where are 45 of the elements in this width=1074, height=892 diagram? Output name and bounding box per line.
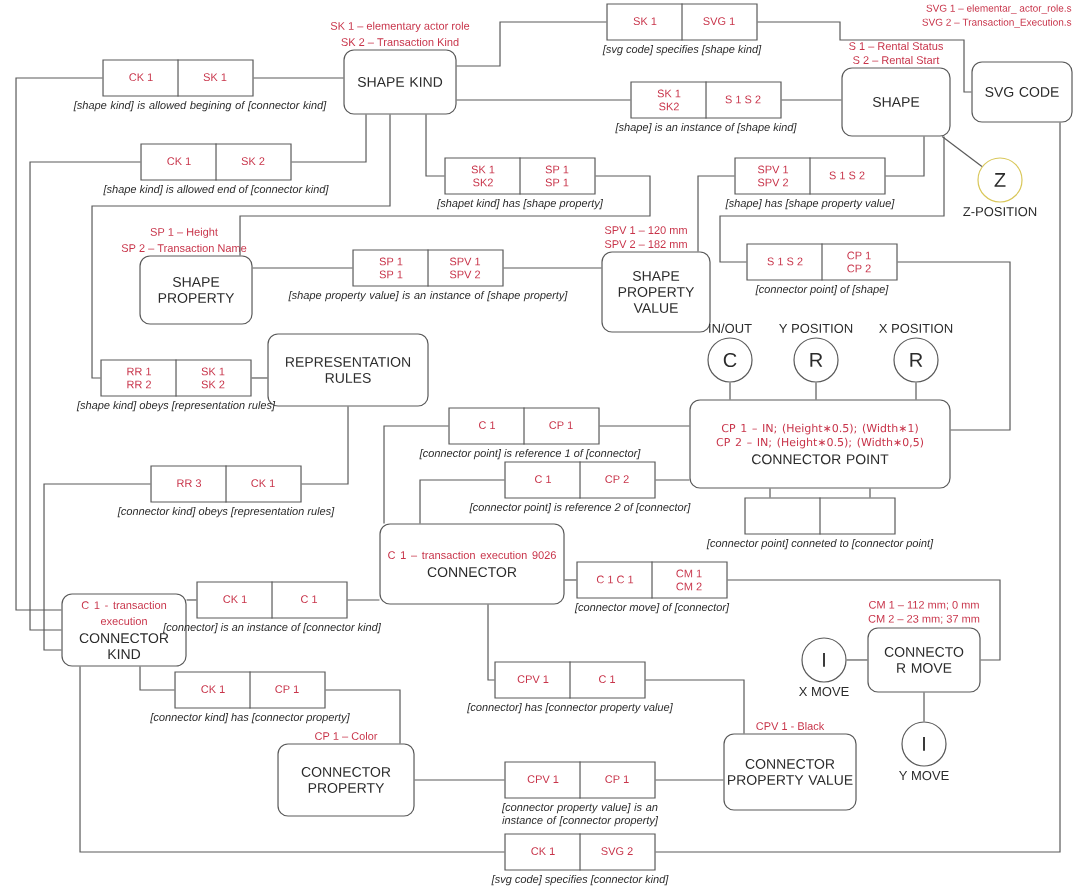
connector-line (347, 599, 380, 601)
connector-line (91, 114, 391, 379)
connector-line (846, 659, 868, 661)
connector-line (79, 666, 505, 853)
connector-line (727, 579, 1001, 661)
connector-line (729, 381, 731, 400)
connector-line (719, 136, 945, 263)
connector-line (414, 779, 505, 781)
connector-line (781, 99, 842, 101)
connector-line (655, 122, 1061, 853)
connector-line (456, 21, 607, 67)
connector-line (325, 689, 401, 744)
connector-line (769, 488, 771, 498)
connector-line (383, 425, 450, 524)
connector-line (599, 425, 690, 427)
connector-line (645, 679, 745, 734)
fact-type-box (744, 496, 896, 536)
connector-line (487, 604, 495, 681)
connector-line (186, 599, 197, 601)
connector-line (655, 779, 724, 781)
connector-line (139, 666, 175, 691)
connector-line (456, 99, 631, 101)
connector-line (915, 381, 917, 400)
connector-line (252, 267, 353, 269)
connector-line (815, 381, 817, 400)
connector-line (301, 406, 349, 485)
connector-line (291, 114, 367, 163)
connector-line (941, 136, 983, 168)
connector-line (697, 175, 735, 252)
connector-line (15, 77, 103, 611)
connector-line (923, 692, 925, 722)
connector-line (425, 114, 445, 177)
connector-line (239, 175, 651, 256)
connector-line (253, 77, 345, 79)
connector-line (43, 483, 151, 651)
connector-line (503, 267, 602, 269)
connector-line (419, 479, 505, 524)
connector-line (29, 161, 141, 631)
connector-line (869, 488, 871, 498)
connector-line (655, 479, 690, 481)
connector-line (757, 21, 972, 93)
connector-line (885, 136, 925, 177)
connector-line (897, 261, 1011, 431)
connector-line (564, 579, 577, 581)
connector-line (251, 377, 269, 379)
